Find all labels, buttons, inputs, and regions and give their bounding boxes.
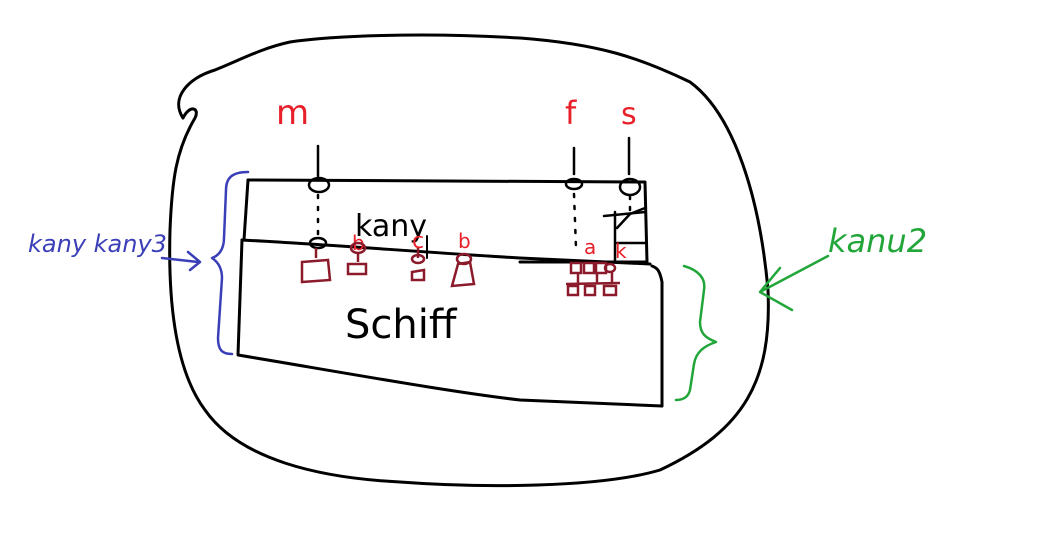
symbol-group-b-right: [450, 252, 476, 288]
schiff-box: [236, 178, 664, 408]
connector-f: [564, 146, 584, 250]
label-kany-kany3: kany kany3: [28, 230, 167, 258]
green-arrow: [758, 254, 830, 312]
green-brace: [674, 264, 718, 402]
label-kanu2: kanu2: [828, 222, 927, 260]
symbol-group-c: [410, 248, 426, 282]
label-m: m: [276, 93, 309, 133]
label-k: k: [615, 239, 627, 263]
symbol-group-b-left: [346, 241, 368, 276]
symbol-group-a-k: [565, 261, 621, 297]
label-b-right: b: [458, 229, 471, 253]
label-c: c: [412, 229, 424, 254]
label-f: f: [565, 94, 577, 132]
connector-m: [307, 144, 331, 250]
outer-boundary: [168, 33, 770, 488]
label-s: s: [621, 97, 637, 132]
symbol-group-m: [300, 248, 332, 284]
connector-s: [618, 136, 642, 216]
label-a: a: [584, 235, 596, 259]
label-schiff: Schiff: [345, 302, 458, 348]
label-kany: kany: [355, 209, 427, 244]
blue-brace: [160, 170, 250, 356]
